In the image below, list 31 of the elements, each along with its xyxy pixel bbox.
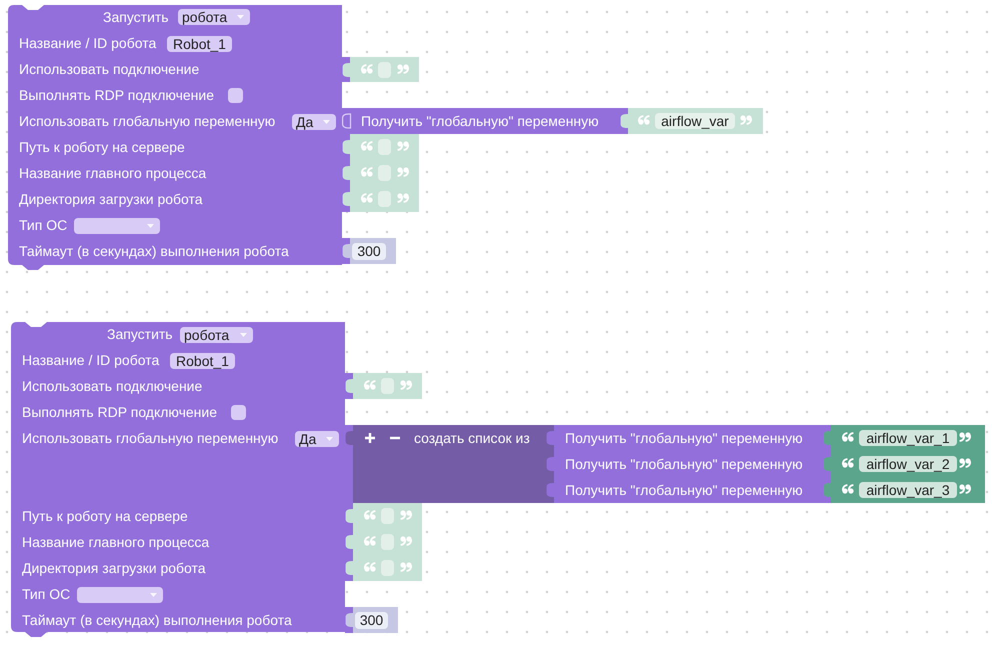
field-label: Выполнять RDP подключение — [22, 403, 218, 421]
block-label: Получить "глобальную" переменную — [565, 455, 803, 473]
field-label: Таймаут (в секундах) выполнения робота — [19, 242, 289, 260]
field-label: Использовать глобальную переменную — [22, 429, 278, 447]
block-label: Запустить — [107, 325, 173, 343]
field-label: Тип ОС — [22, 585, 70, 603]
block-label: создать список из — [414, 429, 530, 447]
number-field: 300 — [355, 612, 388, 629]
field-label: Путь к роботу на сервере — [19, 138, 185, 156]
field-label: Выполнять RDP подключение — [19, 86, 214, 104]
field-label: Тип ОС — [19, 216, 68, 234]
field-label: Использовать подключение — [19, 60, 200, 78]
field-label: Название / ID робота — [22, 351, 160, 369]
block-label: Получить "глобальную" переменную — [565, 481, 803, 499]
field-label: Таймаут (в секундах) выполнения робота — [22, 611, 292, 629]
field-label: Название главного процесса — [22, 533, 210, 551]
field-label: Использовать подключение — [22, 377, 202, 395]
field-label: Название главного процесса — [19, 164, 206, 182]
text-field: airflow_var_3 — [859, 482, 957, 498]
field-label: Использовать глобальную переменную — [19, 112, 276, 130]
block-label: Запустить — [103, 8, 169, 26]
text-field: airflow_var — [655, 113, 735, 129]
field-label: Директория загрузки робота — [22, 559, 206, 577]
block-label: Получить "глобальную" переменную — [565, 429, 803, 447]
number-field: 300 — [352, 243, 386, 260]
text-field: airflow_var_2 — [859, 456, 957, 472]
text-field: airflow_var_1 — [859, 430, 957, 446]
block-label: Получить "глобальную" переменную — [361, 112, 599, 130]
field-label: Директория загрузки робота — [19, 190, 203, 208]
field-label: Название / ID робота — [19, 34, 156, 52]
field-label: Путь к роботу на сервере — [22, 507, 188, 525]
